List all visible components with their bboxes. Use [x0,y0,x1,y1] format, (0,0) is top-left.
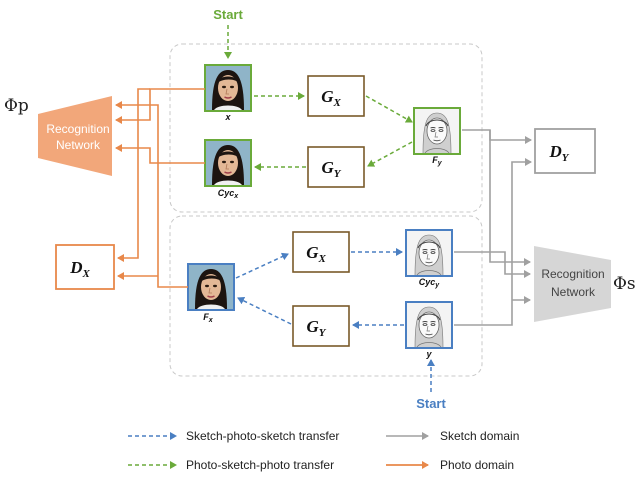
start-label-top: Start [213,7,243,22]
recognition-sketch-line1: Recognition [541,267,604,281]
cycy-to-recognition [454,251,531,278]
generator-x-bottom-label: GX [306,243,326,265]
generator-y-bottom-label: GY [306,317,326,339]
start-label-bottom: Start [416,396,446,411]
photo-f-x-label: Fx [203,312,214,324]
generator-y-top-label: GY [321,158,341,180]
recognition-network-photo [38,96,112,176]
phi-s-label: Φs [613,274,636,294]
cyc-x-to-recognition [115,144,205,164]
flow-fy-to-gy [367,141,413,167]
flow-gy-to-fx [237,297,292,325]
fx-to-recognition [115,101,188,288]
fy-to-dy [462,129,532,144]
photo-f-x-image [187,263,235,311]
y-to-dy [454,158,532,326]
legend-sketch-photo-sketch: Sketch-photo-sketch transfer [186,429,339,443]
flow-gx-to-fy [365,95,413,123]
sketch-cycle-group [169,215,483,377]
generator-y-bottom-box [292,305,350,347]
recognition-photo-line2: Network [56,138,101,152]
photo-cycle-group [169,43,483,213]
discriminator-y-box [534,128,596,174]
sketch-y-label: y [425,349,432,359]
photo-cyc-x-image [204,139,252,187]
photo-x-label: x [224,112,231,122]
fy-to-recognition [489,130,531,266]
sketch-f-y-image [413,107,461,155]
legend-sketch-domain: Sketch domain [440,429,519,443]
legend: Sketch-photo-sketch transfer Sketch doma… [128,429,519,472]
recognition-sketch-line2: Network [551,285,596,299]
discriminator-y-label: DY [548,142,569,164]
sketch-f-y-label: Fy [432,155,443,167]
recognition-photo-line1: Recognition [46,122,109,136]
generator-x-bottom-box [292,231,350,273]
photo-cyc-x-label: Cycx [218,188,240,200]
discriminator-x-label: DX [69,258,90,280]
generator-x-top-label: GX [321,87,341,109]
sketch-cyc-y-label: Cycy [419,277,441,289]
legend-photo-sketch-photo: Photo-sketch-photo transfer [186,458,334,472]
discriminator-x-box [55,244,115,290]
sketch-y-image [405,301,453,349]
photo-x-to-dx [117,88,150,262]
recognition-network-sketch [534,246,611,322]
legend-photo-domain: Photo domain [440,458,514,472]
sketch-cyc-y-image [405,229,453,277]
flow-fx-to-gx [235,252,289,279]
generator-y-top-box [307,146,365,188]
generator-x-top-box [307,75,365,117]
phi-p-label: Φp [4,96,29,116]
photo-x-image [204,64,252,112]
